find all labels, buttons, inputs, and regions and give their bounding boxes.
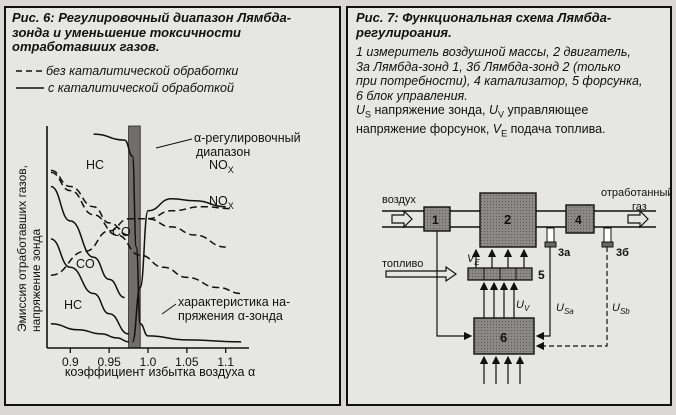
legend-line: 6 блок управления. [356,88,468,103]
fuel-arrow-icon [385,265,458,283]
figure-7-legend: 1 измеритель воздушной массы, 2 двигател… [356,45,642,141]
figure-7-title-line: регулироания. [356,24,452,40]
figure-6-panel: Рис. 6: Регулировочный диапазон Лямбда- … [4,6,341,406]
usa-label: USa [556,302,574,316]
legend-line: 1 измеритель воздушной массы, 2 двигател… [356,45,631,59]
figure-6-title-line: зонда и уменьшение токсичности [12,24,241,40]
block-6-control-unit [473,317,535,355]
band-label-leader [155,138,193,149]
label-co-dashed: CO [112,225,131,239]
label-hc-dashed: HC [86,158,104,172]
x-tick-label: 0.95 [97,355,121,369]
x-axis-label: коэффициент избытка воздуха α [65,365,255,379]
char-label-1: характеристика на- [178,295,290,309]
y-axis-label: Эмиссия отработавших газов, напряжение з… [15,165,43,332]
label-co-solid: CO [76,257,95,271]
sensor-3b-cap [601,241,614,248]
legend-line: при потребности), 4 катализатор, 5 форсу… [356,74,643,88]
figure-7-panel: Рис. 7: Функциональная схема Лямбда- рег… [346,6,672,406]
air-arrow-icon [391,209,413,229]
char-label-2: пряжения α-зонда [178,309,283,323]
figure-7-title: Рис. 7: Функциональная схема Лямбда- рег… [356,10,612,40]
label-nox-dashed: NOX [209,194,234,211]
series-line-7 [50,323,129,343]
figure-6-title: Рис. 6: Регулировочный диапазон Лямбда- … [12,10,292,55]
sensor-3a [546,227,555,243]
airflow-signal-line [436,231,473,341]
legend-line: напряжение форсунок, VE подача топлива. [356,122,606,139]
block-2-engine [479,192,537,248]
chart-series [50,133,242,343]
band-label-1: α-регулировочный [194,131,301,145]
air-label: воздух [382,194,416,206]
sensor-3b-signal-line [535,247,608,351]
usb-label: USb [612,302,630,316]
figure-7-title-line: Рис. 7: Функциональная схема Лямбда- [356,10,612,25]
x-tick-label: 1.05 [175,355,199,369]
x-tick-label: 0.9 [62,355,79,369]
series-line-3 [147,205,234,220]
block-5-label: 5 [538,268,545,282]
figure-6-title-line: Рис. 6: Регулировочный диапазон Лямбда- [12,10,292,25]
block-diagram: воздух отработанный газ 1 2 4 3а 3б топл… [382,187,672,384]
series-line-0 [50,169,129,236]
band-label-2: диапазон [196,145,250,159]
series-line-1 [50,171,242,295]
x-tick-label: 1.1 [217,355,234,369]
series-line-4 [50,185,125,299]
sensor-3a-label: 3а [558,247,571,259]
block-4-label: 4 [575,213,582,227]
label-hc-solid: HC [64,298,82,312]
y-axis-label-line: напряжение зонда [29,228,43,332]
ve-label: VE [467,253,480,267]
y-axis-label-line: Эмиссия отработавших газов, [15,165,29,332]
series-line-8 [93,133,242,343]
label-nox-solid: NOX [209,158,234,175]
legend-dashed-label: без каталитической обработки [46,64,238,78]
x-tick-label: 1.0 [140,355,157,369]
block-6-label: 6 [500,330,507,345]
legend-line: 3а Лямбда-зонд 1, 3б Лямбда-зонд 2 (толь… [356,59,621,74]
block-2-label: 2 [504,212,511,227]
exhaust-label-1: отработанный [601,187,672,199]
block-1-airflow-meter [423,206,451,232]
sensor-3a-cap [544,241,557,248]
series-line-6 [131,197,226,343]
legend-solid-label: с каталитической обработкой [48,81,234,95]
fuel-label: топливо [382,258,423,270]
exhaust-arrow-icon [627,209,649,229]
char-label-leader [161,303,177,315]
sensor-3a-signal-line [535,247,551,341]
block-1-label: 1 [432,213,439,227]
series-line-2 [50,218,226,277]
figure-6-chart: без каталитической обработки с каталитич… [15,64,301,379]
exhaust-label-2: газ [632,201,647,213]
sensor-3b-label: 3б [616,247,629,259]
sensor-3b [603,227,612,243]
uv-label: UV [516,299,530,313]
series-line-5 [50,238,129,335]
figure-6-title-line: отработавших газов. [12,39,160,54]
block-4-catalyst [565,204,595,234]
x-ticks: 0.9 0.95 1.0 1.05 1.1 [62,348,234,369]
legend-line: US напряжение зонда, UV управляющее [356,103,589,120]
